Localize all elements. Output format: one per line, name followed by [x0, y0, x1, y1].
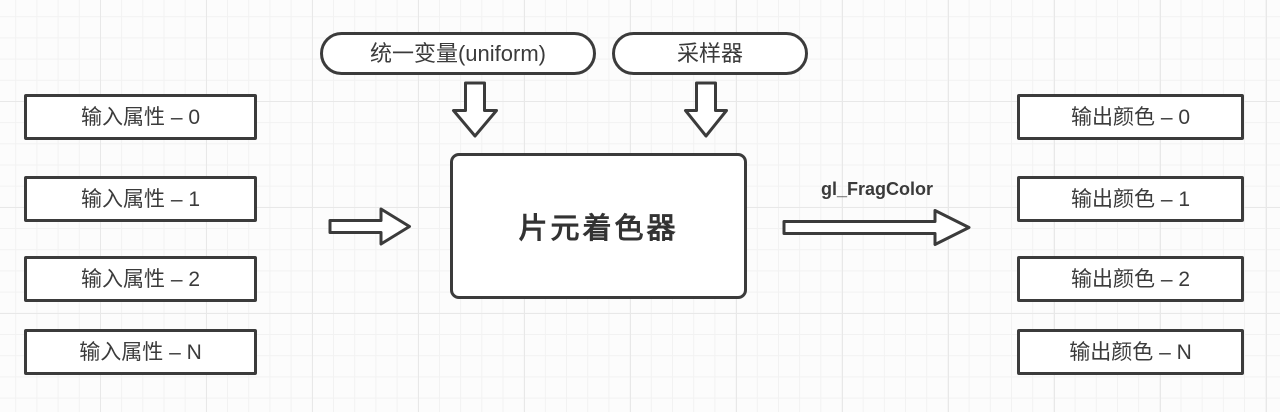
input-attribute-label: 输入属性 – 2 — [80, 267, 201, 291]
input-attribute-label: 输入属性 – N — [79, 340, 202, 364]
uniform-variable-label: 统一变量(uniform) — [369, 40, 546, 66]
output-color-box-0: 输出颜色 – 0 — [1017, 94, 1244, 140]
gl-fragcolor-label: gl_FragColor — [820, 179, 933, 199]
output-color-box-1: 输出颜色 – 1 — [1017, 176, 1244, 222]
fragment-shader-label: 片元着色器 — [518, 213, 679, 245]
output-color-label: 输出颜色 – 1 — [1070, 187, 1191, 211]
sampler-label: 采样器 — [676, 40, 743, 66]
sampler-pill: 采样器 — [612, 32, 808, 75]
output-color-label: 输出颜色 – 2 — [1070, 267, 1191, 291]
input-attribute-box-0: 输入属性 – 0 — [24, 94, 257, 140]
fragment-shader-box: 片元着色器 — [450, 153, 747, 299]
arrow-down-icon — [452, 81, 498, 138]
input-attribute-label: 输入属性 – 0 — [80, 105, 201, 129]
input-attribute-label: 输入属性 – 1 — [80, 187, 201, 211]
input-attribute-box-n: 输入属性 – N — [24, 329, 257, 375]
output-color-box-n: 输出颜色 – N — [1017, 329, 1244, 375]
uniform-variable-pill: 统一变量(uniform) — [320, 32, 596, 75]
output-color-box-2: 输出颜色 – 2 — [1017, 256, 1244, 302]
input-attribute-box-1: 输入属性 – 1 — [24, 176, 257, 222]
arrow-right-icon — [328, 207, 411, 246]
output-color-label: 输出颜色 – N — [1069, 340, 1192, 364]
arrow-down-icon — [684, 81, 728, 138]
output-color-label: 输出颜色 – 0 — [1070, 105, 1191, 129]
arrow-right-icon — [782, 209, 971, 246]
input-attribute-box-2: 输入属性 – 2 — [24, 256, 257, 302]
